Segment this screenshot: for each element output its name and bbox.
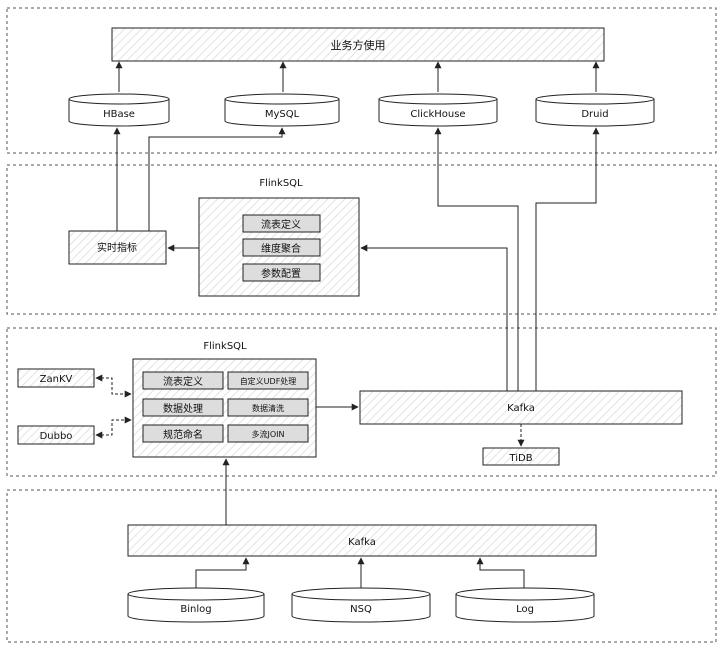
cell-stream-table-label: 流表定义 — [163, 375, 203, 388]
hbase-cylinder: HBase — [68, 93, 170, 127]
log-label: Log — [516, 604, 534, 615]
dubbo-box — [17, 425, 95, 445]
layer1-frame — [6, 7, 717, 154]
clickhouse-label: ClickHouse — [410, 109, 465, 120]
kafka-bottom-label: Kafka — [348, 537, 376, 548]
item-stream-table — [242, 214, 321, 233]
druid-label: Druid — [581, 109, 608, 120]
layer4-frame — [6, 489, 717, 643]
nsq-cylinder: NSQ — [291, 587, 431, 623]
arrow-log-to-kafka — [476, 557, 525, 588]
clickhouse-cylinder: ClickHouse — [378, 93, 498, 127]
cell-data-cleaning — [227, 398, 309, 417]
layer3-title: FlinkSQL — [203, 341, 247, 352]
arrow-kafka-to-druid — [535, 127, 600, 391]
layer2-frame — [6, 164, 717, 315]
binlog-cylinder: Binlog — [127, 587, 265, 623]
cell-custom-udf — [227, 371, 309, 390]
zankv-box — [17, 368, 95, 388]
mysql-label: MySQL — [265, 109, 300, 120]
realtime-metrics-label: 实时指标 — [97, 241, 137, 254]
dubbo-label: Dubbo — [40, 431, 73, 442]
arrow-binlog-to-kafka — [195, 557, 250, 588]
cell-data-processing — [142, 398, 224, 417]
arrow-kafka-to-flink-top — [360, 244, 508, 391]
cell-multi-join — [227, 424, 309, 443]
item-param-config-label: 参数配置 — [261, 267, 301, 280]
cell-data-processing-label: 数据处理 — [163, 402, 203, 415]
log-cylinder: Log — [455, 587, 595, 623]
binlog-label: Binlog — [180, 604, 211, 615]
mysql-cylinder: MySQL — [224, 93, 340, 127]
zankv-label: ZanKV — [40, 374, 73, 385]
item-param-config — [242, 263, 321, 282]
layer3-frame — [6, 327, 717, 477]
layer2-title: FlinkSQL — [259, 178, 303, 189]
tidb-label: TiDB — [508, 453, 532, 464]
cell-custom-udf-label: 自定义UDF处理 — [240, 376, 297, 386]
druid-cylinder: Druid — [535, 93, 655, 127]
arrow-dubbo-flink — [95, 416, 132, 439]
arrow-metrics-to-mysql — [148, 127, 286, 231]
cell-multi-join-label: 多流JOIN — [252, 429, 285, 439]
cell-stream-table — [142, 371, 224, 390]
business-use-box — [111, 27, 605, 62]
business-use-label: 业务方使用 — [331, 38, 386, 52]
item-dim-agg-label: 维度聚合 — [261, 242, 301, 255]
cell-naming-label: 规范命名 — [163, 428, 203, 441]
item-dim-agg — [242, 238, 321, 257]
hbase-label: HBase — [103, 109, 135, 120]
item-stream-table-label: 流表定义 — [261, 218, 301, 231]
arrow-zankv-flink — [95, 374, 132, 398]
tidb-box — [482, 447, 560, 466]
kafka-box-bottom — [127, 524, 597, 557]
cell-data-cleaning-label: 数据清洗 — [252, 403, 284, 413]
kafka-mid-label: Kafka — [507, 403, 535, 414]
nsq-label: NSQ — [350, 604, 372, 615]
cell-naming — [142, 424, 224, 443]
arrow-kafka-to-clickhouse — [434, 127, 519, 391]
